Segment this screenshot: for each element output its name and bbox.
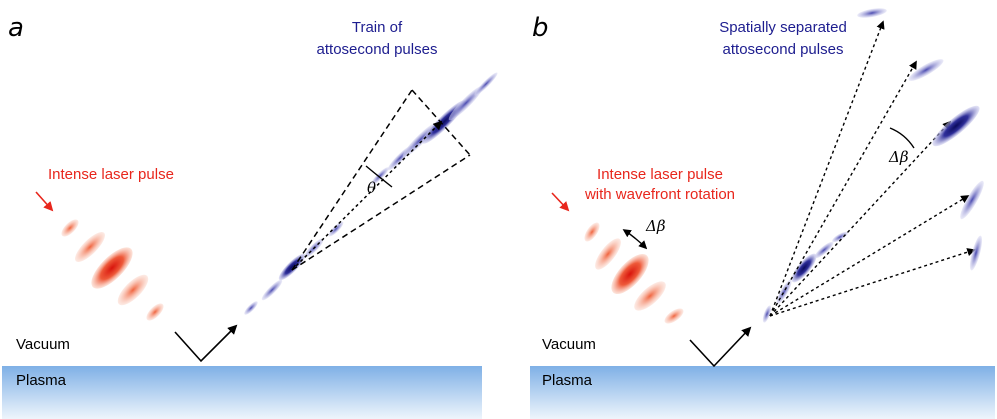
vacuum-label-a: Vacuum — [16, 336, 70, 353]
panel-letter-b: b — [532, 13, 549, 43]
laser-fringe — [634, 281, 666, 311]
attosecond-pulse — [969, 235, 983, 271]
separated-label-b-line1: Spatially separated — [719, 19, 847, 36]
laser-pulse-a — [61, 219, 164, 321]
laser-fringe — [91, 247, 133, 289]
laser-direction-arrow-b — [551, 192, 570, 212]
laser-direction-arrow-a — [35, 191, 54, 212]
attosecond-pulse — [328, 221, 344, 237]
plasma-label-a: Plasma — [16, 372, 67, 389]
separated-pulse-rays-b — [769, 20, 976, 317]
plasma-label-b: Plasma — [542, 372, 593, 389]
attosecond-pulse — [261, 279, 283, 301]
laser-fringe — [595, 238, 621, 270]
separation-angle-arc — [889, 127, 915, 149]
delta-beta-label-laser: Δβ — [645, 217, 666, 235]
panel-letter-a: a — [8, 13, 24, 43]
attosecond-separated-pulses-b — [857, 8, 984, 271]
divergence-cone-a — [291, 89, 471, 271]
laser-fringe — [117, 274, 149, 306]
laser-fringe — [584, 222, 600, 242]
attosecond-pulse — [791, 253, 817, 283]
laser-fringe — [61, 219, 79, 237]
wavefront-rotation-arc — [622, 229, 648, 250]
ray-2 — [769, 60, 917, 317]
plasma-region-a — [2, 366, 482, 419]
train-label-a-line1: Train of — [352, 19, 403, 36]
attosecond-pulse — [832, 231, 848, 243]
laser-fringe — [611, 254, 649, 294]
ray-4 — [769, 195, 970, 317]
attosecond-pulse — [762, 305, 772, 323]
ray-1 — [769, 20, 885, 317]
theta-label: θ — [367, 179, 376, 197]
attosecond-pulse — [857, 8, 887, 18]
attosecond-pulse — [244, 301, 258, 315]
theta-arc — [365, 165, 393, 188]
panel-a: a Plasma Vacuum Intense laser pulse — [2, 13, 498, 419]
vacuum-label-b: Vacuum — [542, 336, 596, 353]
laser-label-b-line1: Intense laser pulse — [597, 166, 723, 183]
laser-label-b-line2: with wavefront rotation — [584, 186, 735, 203]
laser-pulse-b — [584, 222, 684, 324]
laser-fringe — [146, 303, 164, 321]
reflection-arrow-b — [689, 326, 752, 368]
laser-fringe — [664, 308, 684, 324]
reflection-arrow-a — [174, 324, 238, 363]
attosecond-pulse — [932, 105, 980, 147]
ray-5 — [769, 248, 976, 317]
laser-label-a: Intense laser pulse — [48, 166, 174, 183]
separated-label-b-line2: attosecond pulses — [723, 41, 844, 58]
attosecond-pulse — [371, 167, 389, 185]
plasma-region-b — [530, 366, 995, 419]
cone-edge-upper — [291, 89, 413, 271]
attosecond-pulse — [908, 59, 944, 81]
train-label-a-line2: attosecond pulses — [317, 41, 438, 58]
panel-b: b Plasma Vacuum Intense laser pulse with… — [530, 8, 995, 419]
laser-fringe — [75, 232, 105, 262]
cone-edge-lower — [291, 154, 471, 271]
cone-axis-arrow — [291, 120, 443, 271]
attosecond-pulse — [814, 241, 834, 259]
attosecond-pulse — [474, 72, 498, 96]
delta-beta-label-rays: Δβ — [888, 148, 909, 166]
ray-3 — [769, 120, 952, 317]
attosecond-pulse — [960, 180, 984, 220]
attosecond-pulse — [278, 253, 306, 281]
